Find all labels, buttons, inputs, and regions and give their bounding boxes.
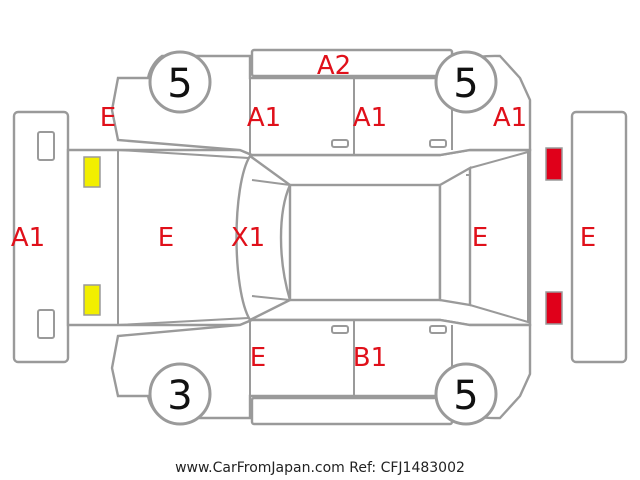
footer-reference: www.CarFromJapan.com Ref: CFJ1483002 [175, 460, 465, 476]
tire-rear-right-rating: 5 [453, 373, 478, 419]
tire-rear-left-rating: 5 [453, 61, 478, 107]
rear-left-taillight [545, 147, 563, 181]
car-body [66, 148, 532, 327]
tire-front-left: 5 [148, 50, 212, 114]
code-rear-right-door: B1 [353, 343, 387, 373]
code-rear-bumper: E [580, 223, 596, 253]
tire-front-right: 3 [148, 362, 212, 426]
rear-bumper [570, 110, 628, 364]
taillights [545, 147, 563, 325]
front-right-headlight [83, 284, 101, 316]
code-front-left-door: A1 [247, 103, 281, 133]
tire-front-left-rating: 5 [167, 61, 192, 107]
code-front-bumper: A1 [11, 223, 45, 253]
code-windshield: X1 [231, 223, 265, 253]
headlights [83, 156, 101, 316]
code-front-right-door: E [250, 343, 266, 373]
code-rear-hatch: E [472, 223, 488, 253]
tire-front-right-rating: 3 [167, 373, 192, 419]
front-left-headlight [83, 156, 101, 188]
code-roof-edge: A2 [317, 51, 351, 81]
tire-rear-right: 5 [434, 362, 498, 426]
code-hood: E [158, 223, 174, 253]
code-front-left-fender: E [100, 103, 116, 133]
tire-rear-left: 5 [434, 50, 498, 114]
code-rear-left-door: A1 [353, 103, 387, 133]
rear-right-taillight [545, 291, 563, 325]
code-rear-left-quarter: A1 [493, 103, 527, 133]
